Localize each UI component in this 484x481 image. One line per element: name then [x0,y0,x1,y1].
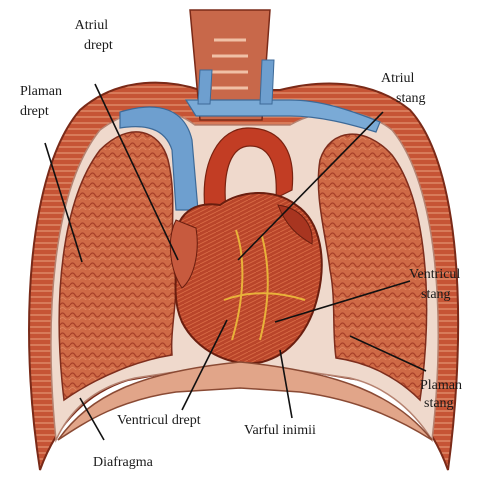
label-atriul-drept: Atriul drept [70,18,113,54]
label-ventricul-stang: Ventricul stang [409,267,460,303]
label-plaman-drept: Plaman drept [20,84,62,120]
label-ventricul-drept: Ventricul drept [117,413,201,429]
label-varful-inimii: Varful inimii [244,423,316,439]
label-atriul-stang: Atriul stang [381,71,426,107]
label-plaman-stang: Plaman stang [420,378,462,412]
label-diafragma: Diafragma [93,455,153,471]
